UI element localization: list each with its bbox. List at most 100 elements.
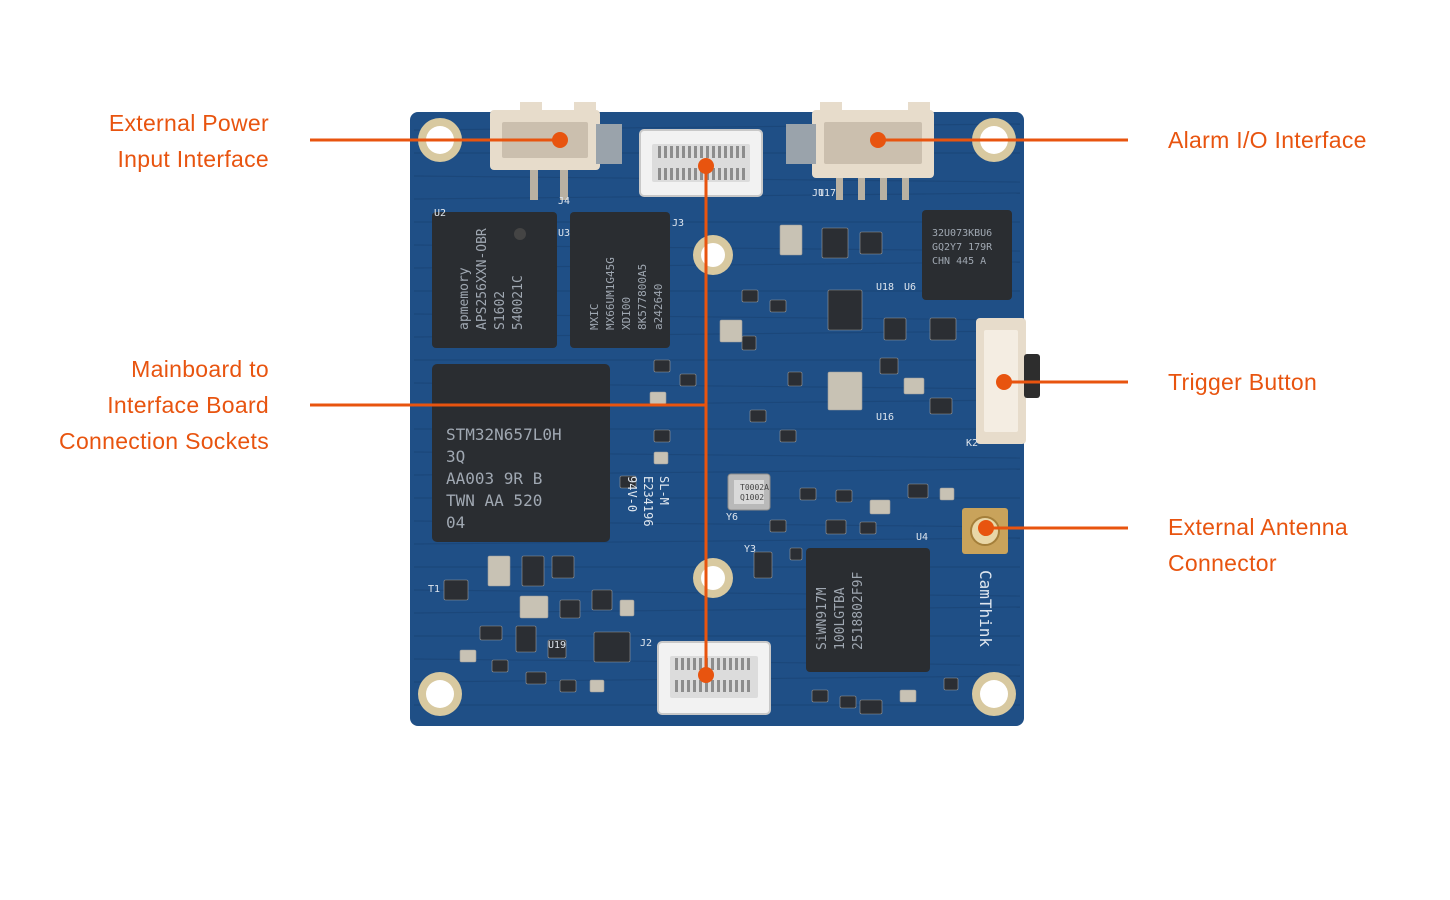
smd-part (443, 579, 469, 601)
label-line: Mainboard to (131, 356, 269, 382)
chip-text: GQ2Y7 179R (932, 242, 993, 253)
smd-part (859, 521, 877, 535)
callout-leaders (310, 132, 1128, 683)
socket-pin (705, 680, 708, 692)
smd-part (943, 677, 959, 691)
chip-wifi-module (806, 548, 930, 672)
leader-sockets-dot-top (698, 158, 714, 174)
socket-pin (688, 168, 691, 180)
smd-part (789, 547, 803, 561)
socket-pin (717, 680, 720, 692)
silkscreen-ref: U19 (548, 640, 566, 651)
smd-part (619, 475, 637, 489)
socket-pin (658, 146, 661, 158)
leader-alarm-dot (870, 132, 886, 148)
chip-text: 32U073KBU6 (932, 228, 992, 239)
smd-part (547, 639, 567, 659)
chip-text: CamThink (976, 570, 995, 647)
smd-part (821, 227, 849, 259)
smd-part (521, 555, 545, 587)
silkscreen-ref: U6 (904, 282, 916, 293)
silkscreen-ref: U16 (876, 412, 894, 423)
smd-part (811, 689, 829, 703)
mounting-hole-bottom-left (418, 672, 462, 716)
smd-part (835, 489, 853, 503)
socket-pin (729, 680, 732, 692)
socket-pin (699, 680, 702, 692)
chip-text: XDI00 (620, 297, 633, 330)
smd-part (749, 409, 767, 423)
smd-part (787, 371, 803, 387)
leader-trigger-dot (996, 374, 1012, 390)
socket-pin (747, 680, 750, 692)
socket-pin (723, 658, 726, 670)
socket-pin (736, 146, 739, 158)
socket-pin (676, 168, 679, 180)
socket-pin (729, 658, 732, 670)
smd-part (753, 551, 773, 579)
socket-pin (675, 658, 678, 670)
label-line: Trigger Button (1168, 369, 1318, 395)
socket-pin (682, 146, 685, 158)
chip-text: STM32N657L0H (446, 425, 562, 444)
socket-pin (687, 658, 690, 670)
silkscreen-ref: K2 (966, 438, 978, 449)
smd-part (825, 519, 847, 535)
chip-text: E234196 (641, 476, 655, 527)
smd-part (589, 679, 605, 693)
chip-text: APS256XXN-OBR (475, 228, 490, 330)
silkscreen-ref: U2 (434, 208, 446, 219)
socket-pin (711, 680, 714, 692)
smd-part (799, 487, 817, 501)
socket-pin (693, 658, 696, 670)
socket-pin (700, 168, 703, 180)
socket-pin (741, 680, 744, 692)
socket-bottom (657, 641, 771, 715)
chip-text: SL-M (657, 476, 671, 505)
label-line: Interface Board (107, 392, 269, 418)
silkscreen-ref: U17 (818, 188, 836, 199)
leader-antenna-dot (978, 520, 994, 536)
chip-text: Q1002 (740, 493, 764, 502)
smd-part (779, 224, 803, 256)
smd-part (741, 335, 757, 351)
smd-part (653, 451, 669, 465)
chip-text: MXIC (588, 304, 601, 331)
smd-part (899, 689, 917, 703)
socket-pin (664, 146, 667, 158)
smd-part (653, 359, 671, 373)
smd-part (869, 499, 891, 515)
socket-pin (699, 658, 702, 670)
chip-text: SiWN917M (815, 587, 830, 650)
chip-mxic-flash (570, 212, 670, 348)
mounting-hole-bottom-right (972, 672, 1016, 716)
label-external-power: External Power Input Interface (109, 105, 269, 177)
smd-part (859, 231, 883, 255)
chip-text: apmemory (457, 267, 472, 330)
smd-part (929, 317, 957, 341)
socket-pin (682, 168, 685, 180)
chip-st-small (922, 210, 1012, 300)
silkscreen-ref: U3 (558, 228, 570, 239)
chip-text: 2518802F9F (851, 572, 866, 650)
socket-pin (694, 168, 697, 180)
smd-part (551, 555, 575, 579)
silkscreen-ref: J3 (672, 218, 684, 229)
socket-pin (718, 146, 721, 158)
socket-pin (676, 146, 679, 158)
socket-pin (706, 146, 709, 158)
socket-pin (735, 680, 738, 692)
smd-part (839, 695, 857, 709)
smd-part (525, 671, 547, 685)
silkscreen-ref: Y3 (744, 544, 756, 555)
socket-pin (681, 680, 684, 692)
silkscreen-ref: U18 (876, 282, 894, 293)
chip-text: S1602 (493, 291, 508, 330)
socket-pin (712, 168, 715, 180)
socket-pin (717, 658, 720, 670)
